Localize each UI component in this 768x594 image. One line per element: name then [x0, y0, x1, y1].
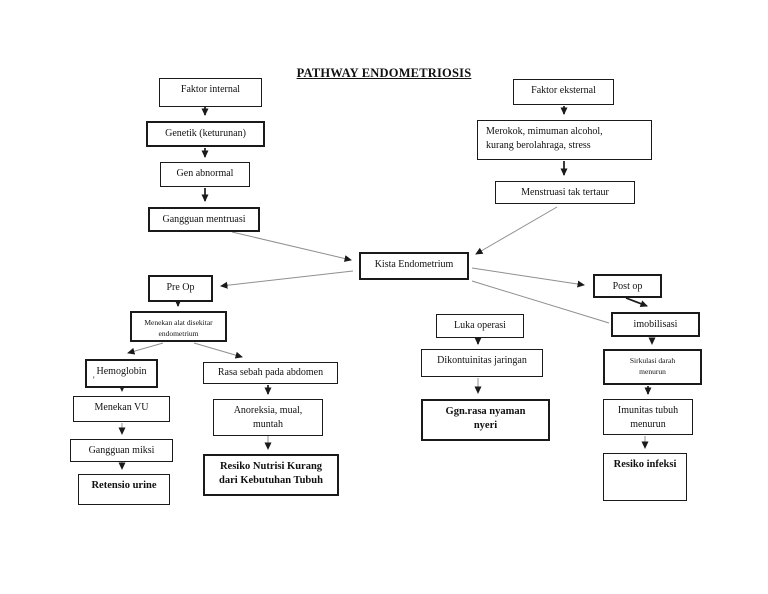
node-label: Gen abnormal — [176, 168, 234, 179]
node-label: Rasa sebah pada abdomen — [217, 367, 324, 378]
node-menstruasi: Menstruasi tak tertaur — [495, 181, 635, 204]
node-resiko-nutrisi: Resiko Nutrisi Kurang dari Kebutuhan Tub… — [203, 454, 339, 496]
edge-gangguan-mentruasi-kista — [231, 231, 352, 262]
node-pre-op: Pre Op — [148, 275, 213, 302]
node-menekan-alat: Menekan alat disekitar endometrium — [130, 311, 227, 342]
node-dikontuinitas: Dikontuinitas jaringan — [421, 349, 543, 377]
node-post-op: Post op — [593, 274, 662, 298]
node-label: Ggn.rasa nyaman nyeri — [445, 406, 526, 432]
node-label: Resiko infeksi — [613, 459, 677, 470]
node-label: Dikontuinitas jaringan — [437, 355, 527, 366]
edge-menstruasi-kista — [475, 206, 558, 255]
node-label: Anoreksia, mual, muntah — [233, 405, 303, 430]
node-hemoglobin: Hemoglobin ' — [85, 359, 158, 388]
node-label: Hemoglobin — [96, 366, 147, 377]
node-anoreksia: Anoreksia, mual, muntah — [213, 399, 323, 436]
node-kista-endometrium: Kista Endometrium — [359, 252, 469, 280]
node-resiko-infeksi: Resiko infeksi — [603, 453, 687, 501]
diagram-title: PATHWAY ENDOMETRIOSIS — [296, 66, 472, 80]
node-imunitas-tubuh: Imunitas tubuh menurun — [603, 399, 693, 435]
node-label: Genetik (keturunan) — [165, 128, 246, 139]
edge-menekan-alat-hemoglobin — [127, 342, 164, 355]
node-merokok: Merokok, mimuman alcohol, kurang berolah… — [477, 120, 652, 160]
node-faktor-internal: Faktor internal — [159, 78, 262, 107]
node-sub-mark: ' — [93, 375, 95, 385]
node-label: imobilisasi — [633, 319, 678, 330]
node-label: Merokok, mimuman alcohol, kurang berolah… — [486, 126, 603, 151]
node-label: Post op — [612, 281, 643, 292]
node-gangguan-mentruasi: Gangguan mentruasi — [148, 207, 260, 232]
node-label: Resiko Nutrisi Kurang dari Kebutuhan Tub… — [219, 461, 323, 487]
node-luka-operasi: Luka operasi — [436, 314, 524, 338]
edge-menekan-alat-rasa-sebah — [193, 342, 243, 359]
node-ggn-rasa-nyaman: Ggn.rasa nyaman nyeri — [421, 399, 550, 441]
node-label: Luka operasi — [454, 320, 506, 331]
edge-post-op-imobilisasi — [625, 297, 648, 307]
node-label: Retensio urine — [91, 480, 157, 491]
node-genetik: Genetik (keturunan) — [146, 121, 265, 147]
node-label: Menstruasi tak tertaur — [521, 187, 609, 198]
node-label: Gangguan miksi — [88, 445, 155, 456]
node-menekan-vu: Menekan VU — [73, 396, 170, 422]
edge-kista-post-op — [471, 267, 585, 288]
node-label: Menekan VU — [94, 402, 149, 413]
node-imobilisasi: imobilisasi — [611, 312, 700, 337]
node-gen-abnormal: Gen abnormal — [160, 162, 250, 187]
node-label: Kista Endometrium — [374, 259, 454, 270]
node-label: Pre Op — [166, 282, 195, 293]
node-label: Faktor internal — [180, 84, 241, 95]
node-rasa-sebah: Rasa sebah pada abdomen — [203, 362, 338, 384]
node-sirkulasi-darah: Sirkulasi darah menurun — [603, 349, 702, 385]
node-gangguan-miksi: Gangguan miksi — [70, 439, 173, 462]
node-label: Menekan alat disekitar endometrium — [144, 318, 213, 339]
node-faktor-eksternal: Faktor eksternal — [513, 79, 614, 105]
edge-kista-pre-op — [220, 270, 354, 289]
node-label: Sirkulasi darah menurun — [629, 356, 676, 377]
node-retensio-urine: Retensio urine — [78, 474, 170, 505]
node-label: Gangguan mentruasi — [162, 214, 246, 225]
node-label: Faktor eksternal — [531, 85, 596, 96]
node-label: Imunitas tubuh menurun — [617, 405, 679, 430]
